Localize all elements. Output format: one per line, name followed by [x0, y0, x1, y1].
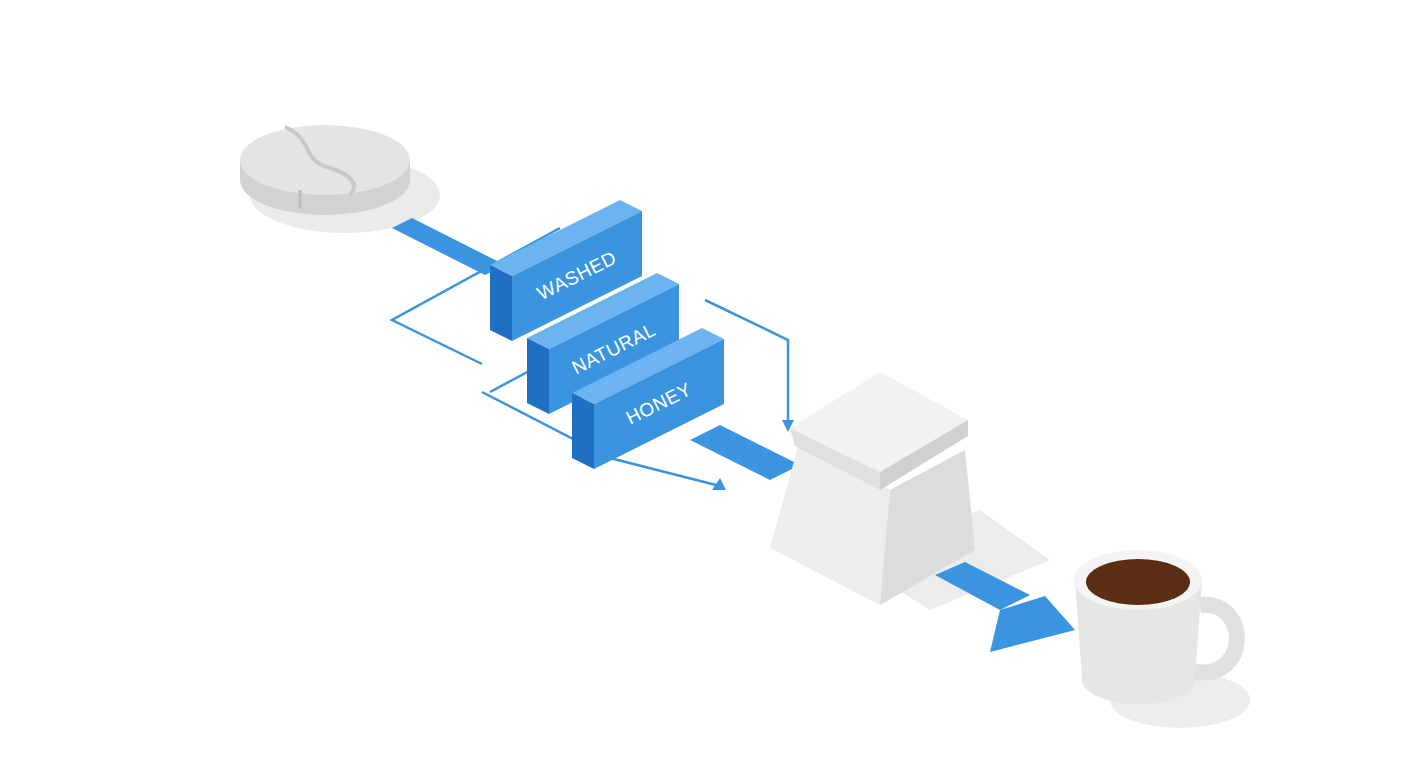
flow-band	[690, 425, 800, 480]
coffee-bean	[240, 125, 440, 233]
coffee-bag	[770, 372, 975, 605]
flow-band	[935, 562, 1030, 610]
arrow-head	[990, 596, 1075, 652]
arrow-head	[712, 478, 726, 490]
process-block: HONEY	[572, 328, 732, 473]
coffee-cup	[1074, 550, 1250, 728]
